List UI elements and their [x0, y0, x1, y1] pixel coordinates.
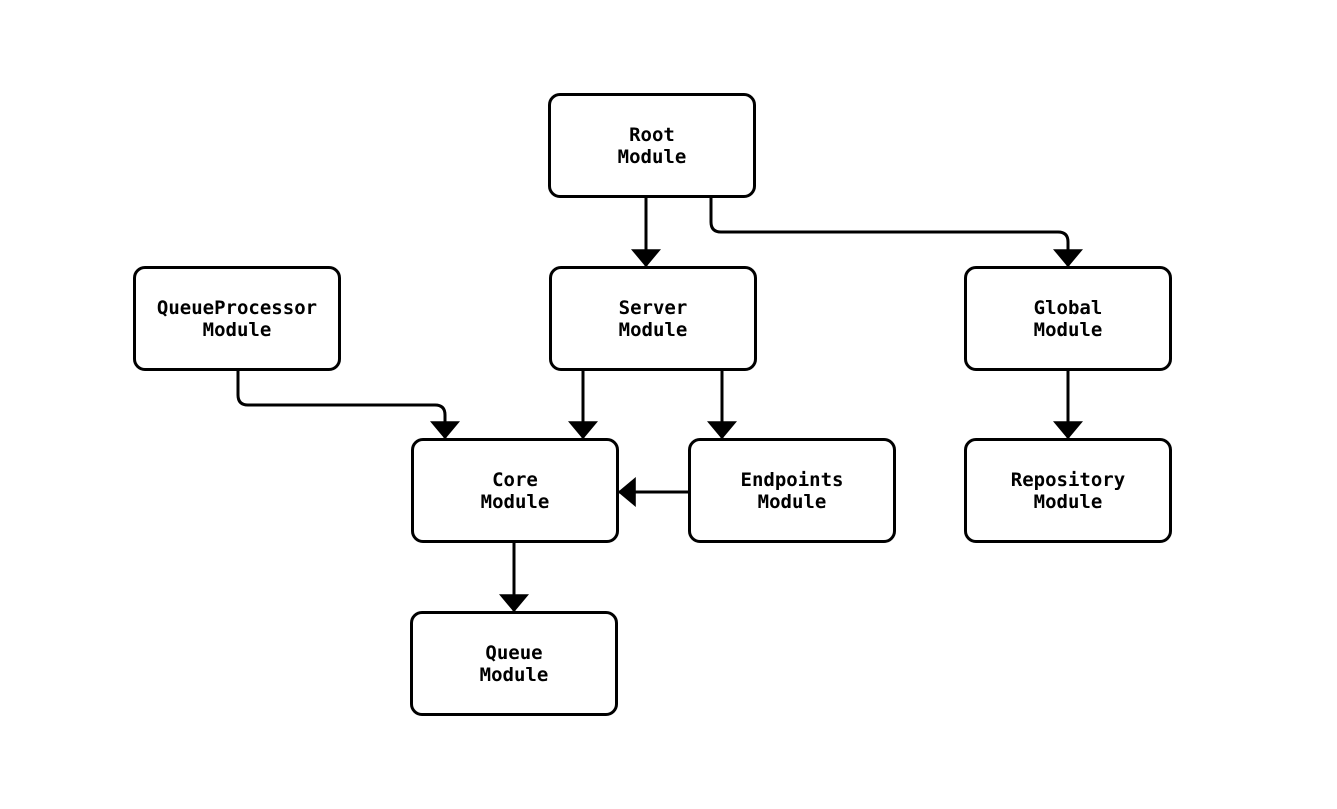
node-label: Module	[617, 145, 687, 168]
node-label: Queue	[485, 641, 543, 664]
node-label: Module	[1033, 490, 1103, 513]
node-label: Module	[618, 318, 688, 341]
node-label: Module	[202, 318, 272, 341]
edge-group	[236, 198, 1083, 613]
node-label: Endpoints	[740, 468, 844, 491]
edge-root-to-global	[709, 198, 1083, 268]
node-label: Module	[479, 663, 549, 686]
node-label: Repository	[1010, 468, 1126, 491]
node-label: Global	[1033, 296, 1103, 319]
node-label: Module	[1033, 318, 1103, 341]
edge-queueprocessor-to-core	[236, 371, 460, 440]
node-label: Core	[492, 468, 538, 491]
node-label: Module	[757, 490, 827, 513]
node-label: Root	[629, 123, 675, 146]
node-label: QueueProcessor	[156, 296, 318, 319]
node-label: Server	[618, 296, 688, 319]
node-label: Module	[480, 490, 550, 513]
